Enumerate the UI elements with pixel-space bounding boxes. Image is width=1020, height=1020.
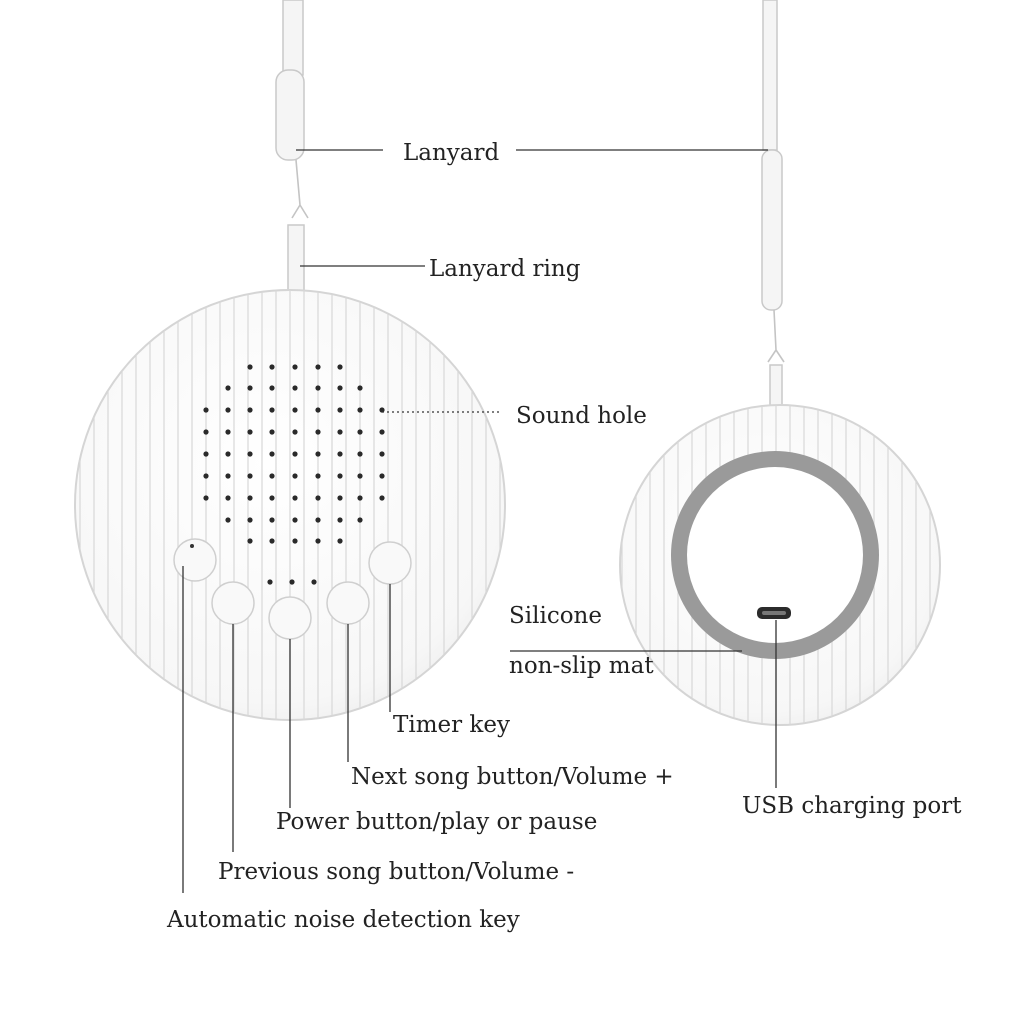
speaker-hole bbox=[337, 364, 343, 370]
speaker-hole bbox=[247, 538, 253, 544]
speaker-hole bbox=[292, 385, 298, 391]
speaker-hole bbox=[337, 407, 343, 413]
speaker-hole bbox=[379, 407, 385, 413]
speaker-hole bbox=[269, 517, 275, 523]
speaker-hole bbox=[292, 407, 298, 413]
speaker-hole bbox=[292, 473, 298, 479]
speaker-hole bbox=[292, 517, 298, 523]
speaker-hole bbox=[379, 451, 385, 457]
label-sound-hole: Sound hole bbox=[516, 403, 647, 429]
speaker-hole bbox=[357, 407, 363, 413]
label-next-song: Next song button/Volume + bbox=[351, 764, 674, 790]
speaker-grille bbox=[203, 364, 385, 585]
speaker-hole bbox=[315, 451, 321, 457]
speaker-hole bbox=[203, 407, 209, 413]
speaker-hole bbox=[292, 495, 298, 501]
indicator-dot bbox=[190, 544, 194, 548]
speaker-hole bbox=[357, 473, 363, 479]
speaker-hole bbox=[269, 538, 275, 544]
speaker-hole bbox=[269, 407, 275, 413]
speaker-hole bbox=[379, 495, 385, 501]
label-silicone-line2: non-slip mat bbox=[509, 653, 654, 679]
speaker-hole bbox=[315, 517, 321, 523]
speaker-hole bbox=[337, 495, 343, 501]
speaker-hole bbox=[269, 451, 275, 457]
label-previous-song: Previous song button/Volume - bbox=[218, 859, 574, 885]
next-song-button[interactable] bbox=[326, 581, 370, 625]
speaker-hole bbox=[247, 451, 253, 457]
speaker-hole bbox=[337, 451, 343, 457]
label-silicone-line1: Silicone bbox=[509, 603, 602, 629]
speaker-hole bbox=[311, 579, 317, 585]
speaker-hole bbox=[357, 451, 363, 457]
label-power: Power button/play or pause bbox=[276, 809, 597, 835]
speaker-hole bbox=[203, 473, 209, 479]
speaker-hole bbox=[292, 364, 298, 370]
speaker-hole bbox=[357, 429, 363, 435]
speaker-hole bbox=[269, 385, 275, 391]
speaker-hole bbox=[269, 364, 275, 370]
speaker-hole bbox=[269, 495, 275, 501]
noise-detection-button[interactable] bbox=[173, 538, 217, 582]
speaker-hole bbox=[315, 473, 321, 479]
speaker-hole bbox=[225, 473, 231, 479]
silicone-mat-center bbox=[687, 467, 863, 643]
speaker-hole bbox=[357, 495, 363, 501]
label-lanyard: Lanyard bbox=[403, 140, 499, 166]
speaker-hole bbox=[315, 538, 321, 544]
speaker-hole bbox=[247, 473, 253, 479]
speaker-hole bbox=[225, 495, 231, 501]
speaker-hole bbox=[203, 451, 209, 457]
speaker-hole bbox=[357, 385, 363, 391]
speaker-hole bbox=[269, 473, 275, 479]
speaker-hole bbox=[247, 517, 253, 523]
speaker-hole bbox=[337, 429, 343, 435]
speaker-hole bbox=[225, 517, 231, 523]
speaker-hole bbox=[247, 364, 253, 370]
speaker-hole bbox=[225, 385, 231, 391]
speaker-hole bbox=[203, 495, 209, 501]
speaker-hole bbox=[247, 429, 253, 435]
speaker-hole bbox=[267, 579, 273, 585]
speaker-hole bbox=[337, 517, 343, 523]
speaker-hole bbox=[247, 495, 253, 501]
speaker-hole bbox=[203, 429, 209, 435]
speaker-hole bbox=[357, 517, 363, 523]
label-usb-port: USB charging port bbox=[742, 793, 962, 819]
speaker-hole bbox=[315, 385, 321, 391]
speaker-hole bbox=[315, 364, 321, 370]
speaker-hole bbox=[315, 407, 321, 413]
speaker-hole bbox=[292, 538, 298, 544]
speaker-hole bbox=[337, 473, 343, 479]
label-noise-detection: Automatic noise detection key bbox=[166, 907, 520, 933]
speaker-hole bbox=[337, 385, 343, 391]
speaker-hole bbox=[379, 429, 385, 435]
labels: Lanyard Lanyard ring Sound hole Silicone… bbox=[166, 140, 962, 933]
back-lanyard bbox=[761, 0, 785, 446]
previous-song-button[interactable] bbox=[211, 581, 255, 625]
speaker-hole bbox=[225, 407, 231, 413]
usb-port-inner bbox=[762, 611, 786, 615]
speaker-hole bbox=[379, 473, 385, 479]
speaker-hole bbox=[247, 385, 253, 391]
speaker-hole bbox=[315, 429, 321, 435]
speaker-hole bbox=[225, 451, 231, 457]
leader-lines bbox=[182, 149, 777, 893]
speaker-hole bbox=[269, 429, 275, 435]
speaker-hole bbox=[289, 579, 295, 585]
speaker-hole bbox=[247, 407, 253, 413]
speaker-hole bbox=[315, 495, 321, 501]
timer-button[interactable] bbox=[368, 541, 412, 585]
speaker-hole bbox=[337, 538, 343, 544]
label-lanyard-ring: Lanyard ring bbox=[429, 256, 581, 282]
speaker-hole bbox=[292, 451, 298, 457]
speaker-hole bbox=[225, 429, 231, 435]
power-button[interactable] bbox=[268, 596, 312, 640]
label-timer-key: Timer key bbox=[393, 712, 510, 738]
back-device bbox=[619, 404, 941, 726]
speaker-hole bbox=[292, 429, 298, 435]
